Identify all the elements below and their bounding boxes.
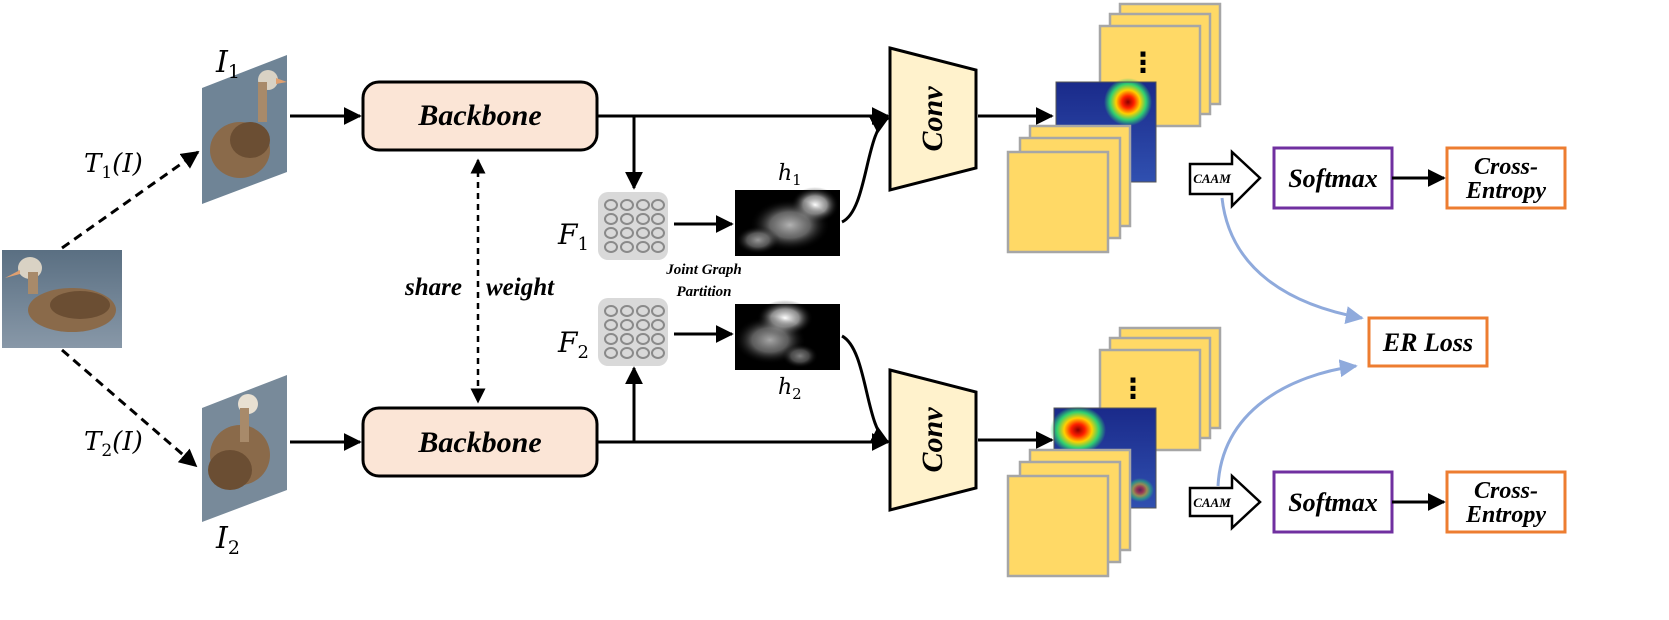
conv-top (888, 46, 978, 192)
softmax-bottom-label: Softmax (1288, 488, 1378, 517)
stack-ellipsis-bottom: ⋮ (1119, 372, 1147, 405)
heatmap-h1 (735, 187, 840, 256)
share-label: share (404, 274, 462, 301)
stack-ellipsis-top: ⋮ (1129, 46, 1157, 79)
er-arrow-bottom (1216, 359, 1358, 487)
label-t1: T1(I) (84, 149, 143, 183)
cross-entropy-top-line1: Cross- (1474, 154, 1538, 180)
label-i2: I2 (215, 521, 240, 559)
caam-bottom-label: CAAM (1193, 495, 1231, 510)
input-image (2, 250, 122, 348)
caam-arrow-bottom (1188, 473, 1262, 531)
label-h2: h2 (778, 375, 802, 403)
heatmap-h2 (734, 300, 840, 370)
feature-stack-bottom (1006, 326, 1222, 578)
transform-arrow-1 (61, 150, 200, 250)
label-h1: h1 (778, 161, 802, 189)
label-i1: I1 (215, 45, 240, 83)
caam-arrow-top (1188, 149, 1262, 210)
view-image-1 (202, 55, 287, 204)
node-grid-f1 (598, 192, 668, 260)
node-grid-f2 (598, 298, 668, 366)
view-image-2 (202, 375, 287, 522)
curve-h1-conv (841, 116, 890, 224)
partition-line1: Joint Graph (665, 262, 741, 278)
caam-top-label: CAAM (1193, 171, 1231, 186)
backbone-top-label: Backbone (417, 99, 541, 132)
label-f1: F1 (557, 218, 589, 255)
cross-entropy-bottom-line1: Cross- (1474, 478, 1538, 504)
cross-entropy-bottom-line2: Entropy (1465, 502, 1546, 528)
partition-line2: Partition (676, 284, 731, 300)
conv-bottom (888, 368, 978, 512)
er-loss-label: ER Loss (1382, 328, 1473, 357)
conv-top-label: Conv (916, 86, 949, 152)
er-arrow-top (1220, 197, 1364, 324)
softmax-top (1272, 146, 1394, 210)
conv-bottom-label: Conv (916, 407, 949, 473)
label-t2: T2(I) (84, 427, 143, 461)
feature-stack-top (1006, 2, 1222, 254)
er-loss-box (1367, 316, 1489, 368)
cross-entropy-top (1445, 146, 1567, 210)
label-f2: F2 (557, 326, 589, 363)
softmax-bottom (1272, 470, 1394, 534)
cross-entropy-bottom (1445, 470, 1567, 534)
softmax-top-label: Softmax (1288, 164, 1378, 193)
backbone-bottom-label: Backbone (417, 426, 541, 459)
curve-h2-conv (841, 334, 890, 444)
cross-entropy-top-line2: Entropy (1465, 178, 1546, 204)
weight-label: weight (486, 274, 555, 301)
